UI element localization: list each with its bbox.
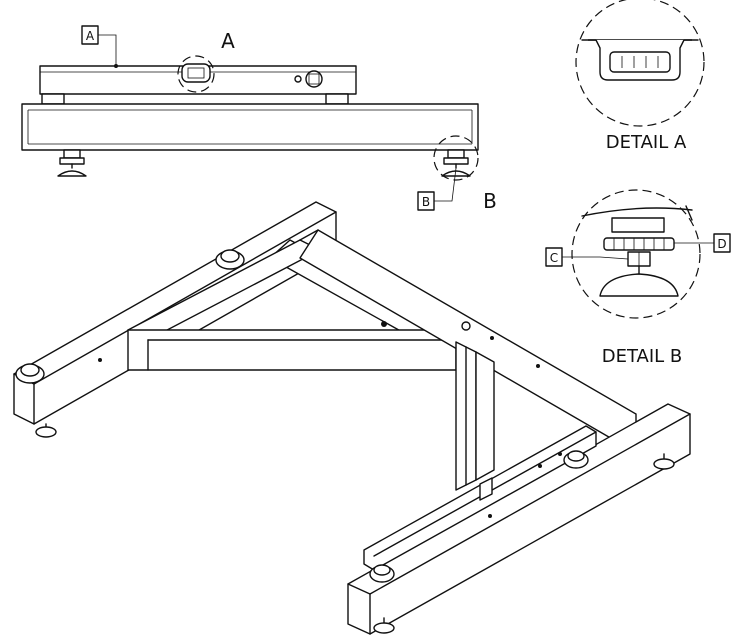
side-view-foot-left — [57, 149, 87, 177]
iso-foot-2 — [653, 453, 675, 470]
callout-box-c-label: C — [550, 251, 558, 265]
callout-b: B B — [417, 167, 497, 213]
side-view-connector-left — [41, 93, 65, 105]
detail-b-knurled-nut — [603, 237, 675, 251]
detail-b-circle — [571, 189, 701, 319]
detail-b-foot-pad — [599, 273, 679, 297]
side-view-foot-right — [441, 149, 471, 177]
detail-b-foot-top — [611, 217, 665, 233]
knob-back — [215, 249, 245, 270]
side-view-lower-beam — [21, 103, 479, 151]
side-view-slot — [181, 63, 211, 83]
detail-a-insert — [609, 51, 671, 73]
side-view-knob — [305, 70, 323, 88]
callout-box-a-label: A — [86, 29, 95, 43]
isometric-frame — [13, 201, 691, 635]
iso-foot-3 — [373, 617, 395, 634]
frame-telescoping-arm — [363, 425, 597, 571]
callout-box-b-label: B — [422, 195, 430, 209]
knob-front — [369, 564, 395, 583]
knob-front-right — [563, 450, 589, 469]
detail-b-marker — [433, 135, 479, 181]
detail-a-marker — [177, 55, 215, 93]
side-view-connector-right — [325, 93, 349, 105]
detail-a-label: DETAIL A — [606, 132, 687, 153]
view-a-title: A — [221, 29, 235, 53]
side-view — [21, 55, 479, 181]
knob-front-left — [15, 363, 45, 384]
iso-foot-1 — [35, 423, 57, 438]
detail-b-label: DETAIL B — [602, 346, 683, 367]
callout-box-d-label: D — [717, 237, 726, 251]
view-b-title: B — [483, 189, 497, 213]
detail-b: C D DETAIL B — [545, 189, 731, 367]
detail-a: DETAIL A — [575, 0, 705, 153]
frame-vertical-post — [455, 341, 495, 491]
frame-front-beam — [347, 403, 691, 635]
detail-a-circle — [575, 0, 705, 127]
callout-a: A A — [81, 25, 235, 68]
